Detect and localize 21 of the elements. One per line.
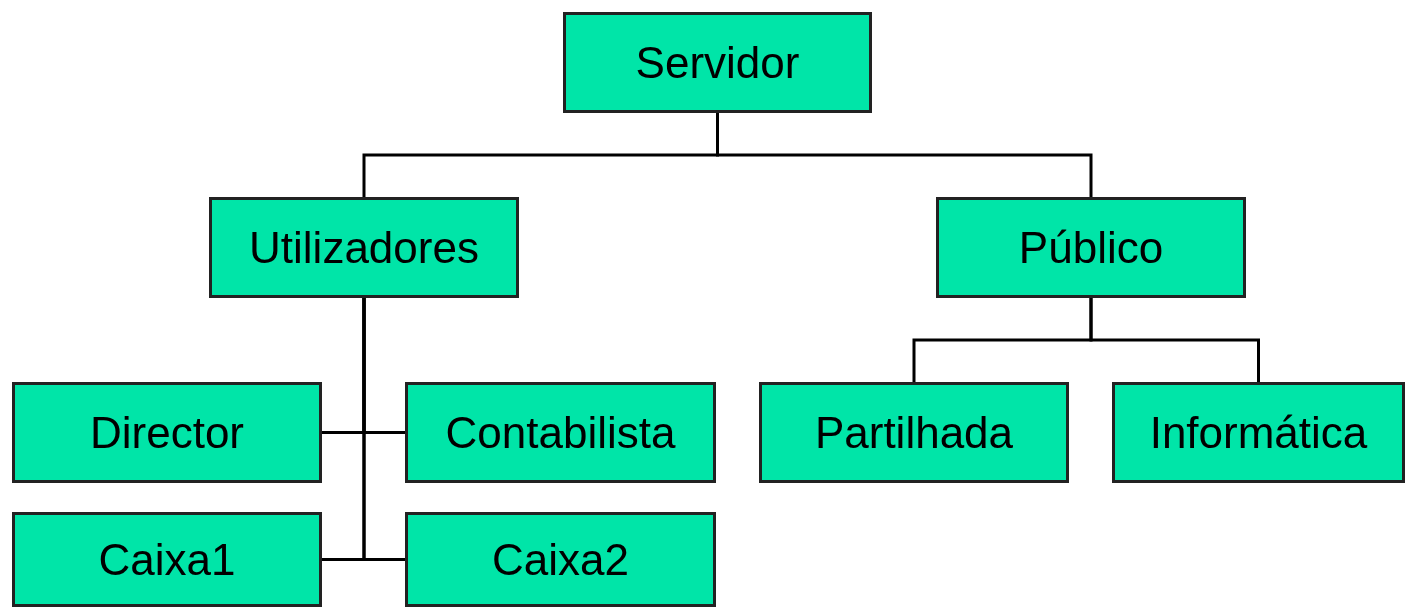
org-box	[759, 382, 1069, 483]
org-box	[563, 12, 872, 113]
box-label: Contabilista	[445, 407, 676, 458]
box-label: Caixa1	[98, 534, 236, 585]
org-box	[12, 512, 322, 607]
box-label: Caixa2	[492, 534, 629, 585]
org-box	[936, 197, 1246, 298]
org-box	[209, 197, 519, 298]
box-label: Informática	[1149, 407, 1368, 458]
org-box	[12, 382, 322, 483]
org-box	[1112, 382, 1405, 483]
box-label: Director	[90, 407, 244, 458]
box-label: Público	[1018, 222, 1164, 273]
org-box	[405, 382, 716, 483]
connector-line	[1089, 298, 1260, 382]
connector-line	[716, 113, 1093, 197]
connector-line	[362, 298, 405, 561]
org-box	[405, 512, 716, 607]
box-label: Servidor	[635, 37, 800, 88]
box-label: Partilhada	[814, 407, 1014, 458]
box-label: Utilizadores	[249, 222, 479, 273]
